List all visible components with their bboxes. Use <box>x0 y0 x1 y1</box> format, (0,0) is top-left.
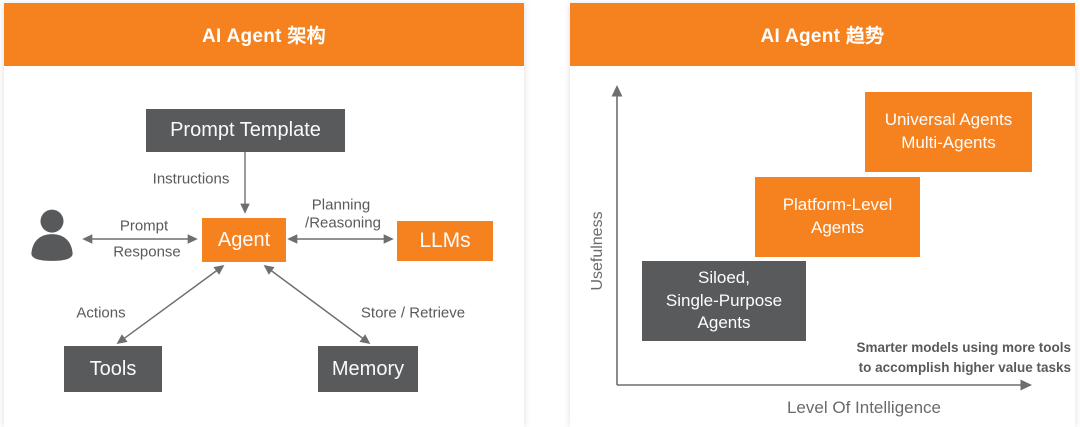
stage-box-platform: Platform-Level Agents <box>755 177 920 257</box>
arrow-store-retrieve <box>263 264 371 345</box>
edge-label-prompt: Prompt <box>119 217 169 235</box>
stage-box-universal: Universal Agents Multi-Agents <box>865 92 1032 172</box>
stage-box-universal-label: Universal Agents Multi-Agents <box>884 110 1013 152</box>
trend-panel: AI Agent 趋势 Usefulness Level Of Intellig… <box>570 3 1075 427</box>
stage-box-platform-label: Platform-Level Agents <box>782 195 893 237</box>
edge-label-actions: Actions <box>76 304 126 322</box>
node-prompt-template-label: Prompt Template <box>170 119 321 141</box>
axis-label-usefulness: Usefulness <box>589 211 606 291</box>
edge-label-planning: Planning <box>311 196 371 214</box>
node-memory-label: Memory <box>331 357 405 380</box>
node-prompt-template: Prompt Template <box>146 109 345 152</box>
node-tools: Tools <box>64 346 162 392</box>
node-llms-label: LLMs <box>419 229 471 252</box>
axis-label-intelligence: Level Of Intelligence <box>786 398 942 417</box>
panel-title: AI Agent 趋势 <box>760 26 885 47</box>
trend-annotation: Smarter models using more tools to accom… <box>856 340 1071 375</box>
edge-label-reasoning: /Reasoning <box>305 214 381 232</box>
trend-axes <box>611 84 1033 391</box>
node-agent: Agent <box>202 218 286 262</box>
node-memory: Memory <box>318 346 418 392</box>
stage-box-siloed-label: Siloed, Single-Purpose Agents <box>665 267 783 333</box>
edge-label-store-retrieve: Store / Retrieve <box>360 304 466 322</box>
stage-box-siloed: Siloed, Single-Purpose Agents <box>642 261 806 341</box>
person-icon <box>31 209 73 261</box>
node-tools-label: Tools <box>89 357 137 380</box>
arrow-actions <box>116 264 225 345</box>
edge-label-instructions: Instructions <box>152 170 230 188</box>
edge-label-response: Response <box>113 243 181 261</box>
node-agent-label: Agent <box>217 228 271 251</box>
flow-arrows <box>82 152 394 345</box>
node-llms: LLMs <box>397 221 493 261</box>
panel-title: AI Agent 架构 <box>202 26 326 47</box>
architecture-panel-header: AI Agent 架构 <box>4 3 524 66</box>
trend-panel-header: AI Agent 趋势 <box>570 3 1075 66</box>
architecture-panel: AI Agent 架构 Prompt Template <box>4 3 524 427</box>
